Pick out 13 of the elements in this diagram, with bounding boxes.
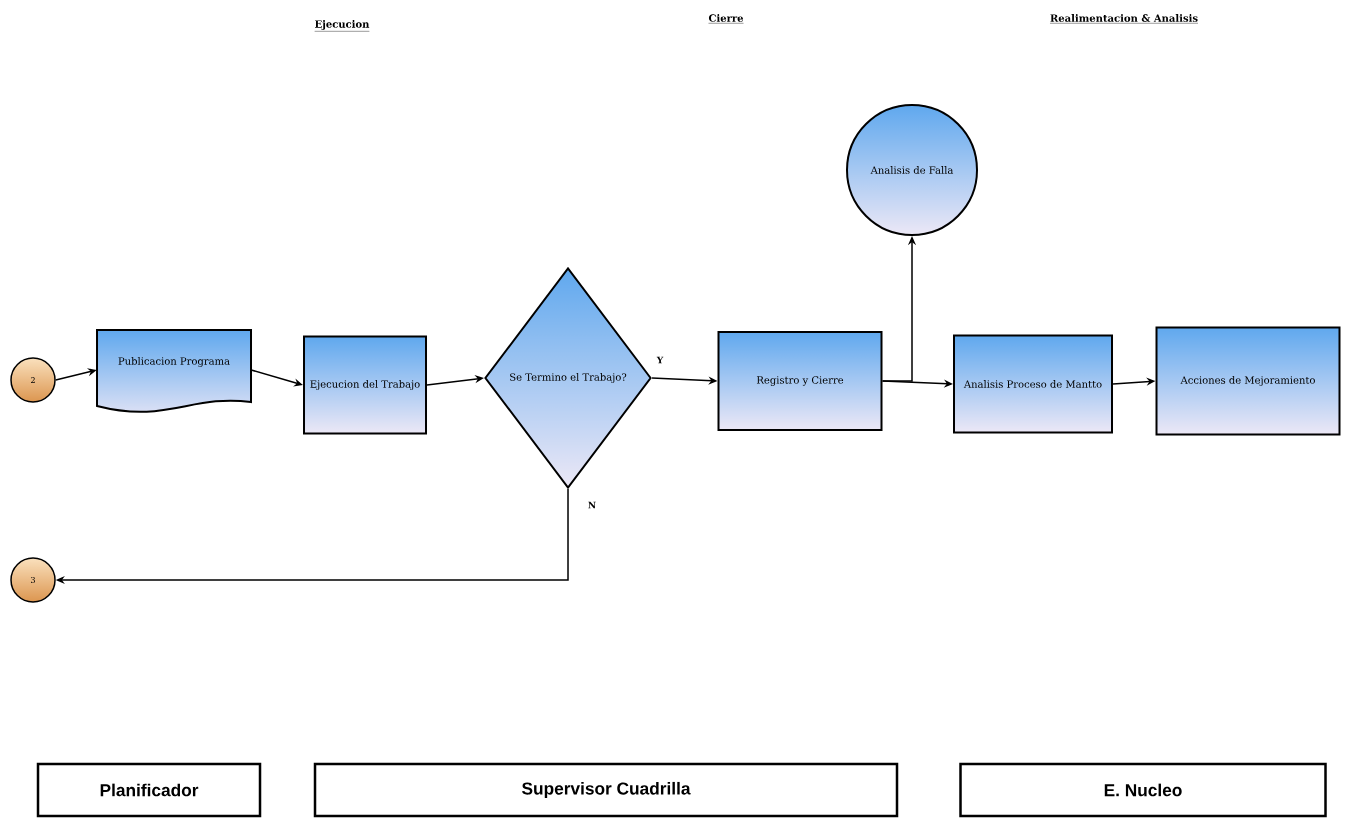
process-box: Acciones de Mejoramiento [1155, 326, 1341, 436]
edge-label: Y [655, 355, 665, 365]
process-box: Analisis Proceso de Mantto [953, 334, 1113, 434]
role-box: Supervisor Cuadrilla [313, 762, 899, 818]
edge-label: N [586, 500, 598, 510]
role-box: Planificador [36, 762, 262, 818]
phase-heading: Ejecucion [314, 20, 370, 32]
process-box: Registro y Cierre [717, 331, 883, 431]
phase-heading: Realimentacion & Analisis [1049, 14, 1199, 24]
role-box: E. Nucleo [959, 762, 1327, 818]
phase-heading: Cierre [708, 14, 744, 24]
process-box: Ejecucion del Trabajo [303, 335, 427, 435]
document-box: Publicacion Programa [96, 329, 252, 413]
